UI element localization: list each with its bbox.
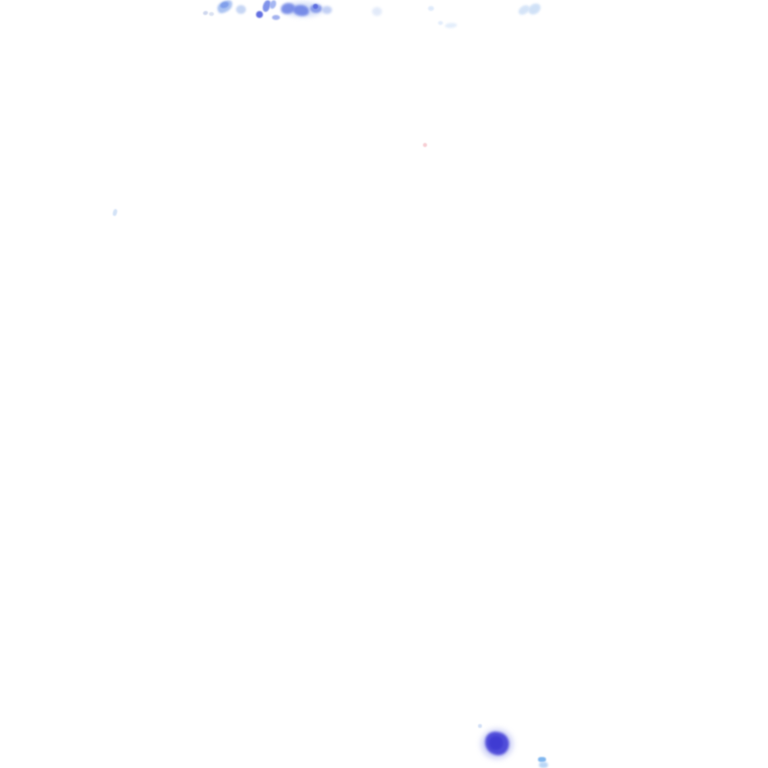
top-smudge-speck [202,10,209,16]
top-cluster-fade-tail [322,6,332,14]
top-right-faint-stroke [526,1,543,17]
top-right-faint-stroke [516,3,532,17]
top-cluster-rising-stroke [261,0,272,13]
left-faint-tick [112,208,118,217]
top-cluster-dark-dot [256,11,263,18]
bottom-edge-smudge [538,757,546,762]
top-smudge-stroke [215,0,235,15]
top-cluster-dab [272,15,280,20]
top-smudge-stroke-tip [219,0,230,10]
top-smudge-speck [209,12,214,16]
top-cluster-halo [283,2,323,17]
top-cluster-blob [293,5,309,16]
top-cluster-blob [281,3,295,14]
top-faint-dab [372,7,382,16]
top-faint-dash [444,22,458,29]
top-cluster-dark-speck [313,4,318,9]
top-cluster-rising-stroke [268,0,278,10]
ink-blot-center [489,736,503,750]
top-smudge-dab [236,5,246,14]
ink-blot-halo [481,729,513,759]
top-faint-speck [428,6,434,11]
ink-blot-core [483,730,511,757]
top-cluster-dab [310,4,322,13]
blot-faint-speck [478,724,482,728]
pink-speck [423,143,427,147]
top-faint-speck [438,21,443,25]
bottom-edge-smudge [539,762,548,768]
